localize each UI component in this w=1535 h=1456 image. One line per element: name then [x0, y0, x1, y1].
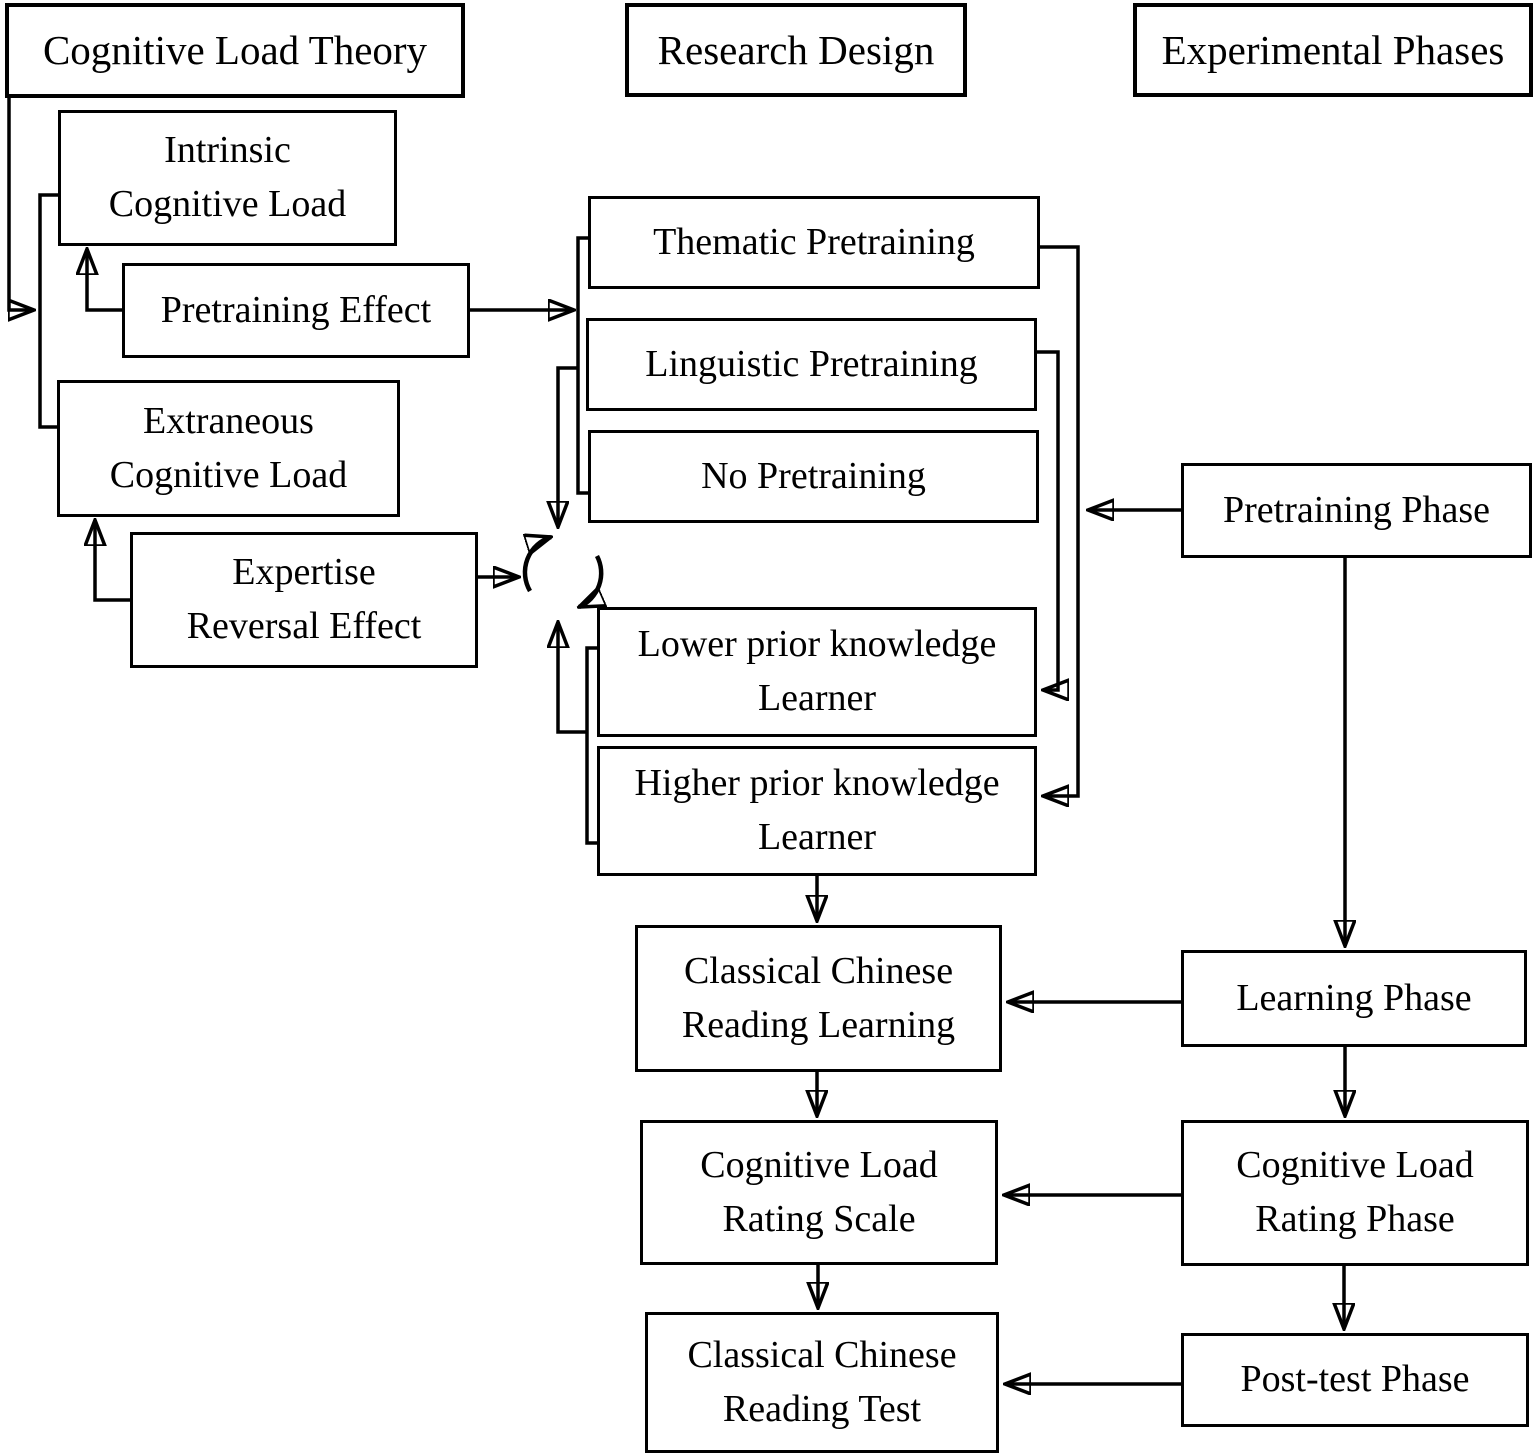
box-classical-chinese-reading-learning: Classical Chinese Reading Learning: [635, 925, 1002, 1072]
box-extraneous-cognitive-load: Extraneous Cognitive Load: [57, 380, 400, 517]
box-research-design: Research Design: [625, 3, 967, 97]
interaction-cycle-icon: [579, 554, 601, 610]
bracket-load-types: [38, 193, 58, 429]
box-pretraining-phase: Pretraining Phase: [1181, 463, 1532, 558]
box-thematic-label: Thematic Pretraining: [653, 220, 975, 263]
bracket-learners: [585, 646, 597, 845]
box-reading-learning-line-2: Reading Learning: [681, 1003, 956, 1046]
connector-pretraining-effect-to-intrinsic: [87, 249, 122, 312]
connector-conditions-to-cycle: [558, 366, 578, 527]
box-expertise-reversal-line-2: Reversal Effect: [186, 605, 422, 647]
box-experimental-phases-label: Experimental Phases: [1161, 26, 1505, 73]
box-reading-test-line-1: Classical Chinese: [687, 1333, 957, 1376]
box-lower-learner-line-1: Lower prior knowledge: [637, 623, 997, 666]
box-research-design-label: Research Design: [657, 26, 935, 73]
connector-linguistic-to-lower-learner: [1037, 350, 1058, 690]
box-intrinsic-line-1: Intrinsic: [164, 129, 291, 172]
box-pretraining-phase-label: Pretraining Phase: [1222, 488, 1490, 531]
box-extraneous-line-1: Extraneous: [143, 399, 314, 442]
box-cognitive-load-theory: Cognitive Load Theory: [5, 3, 465, 98]
box-rating-phase-line-1: Cognitive Load: [1236, 1144, 1474, 1187]
box-higher-learner-line-1: Higher prior knowledge: [634, 762, 1000, 805]
box-rating-phase-line-2: Rating Phase: [1255, 1198, 1455, 1240]
box-expertise-reversal-line-1: Expertise: [232, 551, 376, 594]
box-linguistic-label: Linguistic Pretraining: [645, 342, 978, 385]
box-rating-scale-line-2: Rating Scale: [722, 1197, 916, 1240]
box-learning-phase: Learning Phase: [1181, 950, 1527, 1047]
connector-thematic-to-higher-learner: [1040, 245, 1080, 796]
box-intrinsic-cognitive-load: Intrinsic Cognitive Load: [58, 110, 397, 246]
box-reading-learning-line-1: Classical Chinese: [683, 949, 954, 992]
box-pretraining-effect-label: Pretraining Effect: [160, 288, 432, 331]
box-cognitive-load-theory-label: Cognitive Load Theory: [42, 27, 428, 74]
box-learning-phase-label: Learning Phase: [1236, 976, 1472, 1019]
interaction-cycle-icon: [522, 537, 551, 593]
box-lower-learner-line-2: Learner: [757, 677, 877, 719]
box-intrinsic-line-2: Cognitive Load: [108, 183, 347, 225]
box-expertise-reversal-effect: Expertise Reversal Effect: [130, 532, 478, 668]
box-cognitive-load-rating-phase: Cognitive Load Rating Phase: [1181, 1120, 1529, 1266]
connector-learners-to-cycle: [558, 622, 587, 734]
box-pretraining-effect: Pretraining Effect: [122, 263, 470, 358]
box-cognitive-load-rating-scale: Cognitive Load Rating Scale: [640, 1120, 998, 1265]
box-extraneous-line-2: Cognitive Load: [109, 453, 348, 496]
box-posttest-phase: Post-test Phase: [1181, 1333, 1529, 1427]
box-thematic-pretraining: Thematic Pretraining: [588, 196, 1040, 289]
box-higher-learner-line-2: Learner: [757, 816, 877, 858]
box-higher-prior-knowledge-learner: Higher prior knowledge Learner: [597, 746, 1037, 876]
box-experimental-phases: Experimental Phases: [1133, 3, 1533, 97]
box-linguistic-pretraining: Linguistic Pretraining: [586, 318, 1037, 411]
box-rating-scale-line-1: Cognitive Load: [700, 1143, 938, 1186]
box-no-pretraining-label: No Pretraining: [701, 454, 926, 497]
box-posttest-phase-label: Post-test Phase: [1240, 1358, 1470, 1401]
box-reading-test-line-2: Reading Test: [722, 1387, 922, 1430]
box-lower-prior-knowledge-learner: Lower prior knowledge Learner: [597, 607, 1037, 737]
box-classical-chinese-reading-test: Classical Chinese Reading Test: [645, 1312, 999, 1453]
connector-clt-to-load-types: [7, 98, 34, 310]
box-no-pretraining: No Pretraining: [588, 430, 1039, 523]
connector-expertise-reversal-to-extraneous: [95, 520, 130, 602]
